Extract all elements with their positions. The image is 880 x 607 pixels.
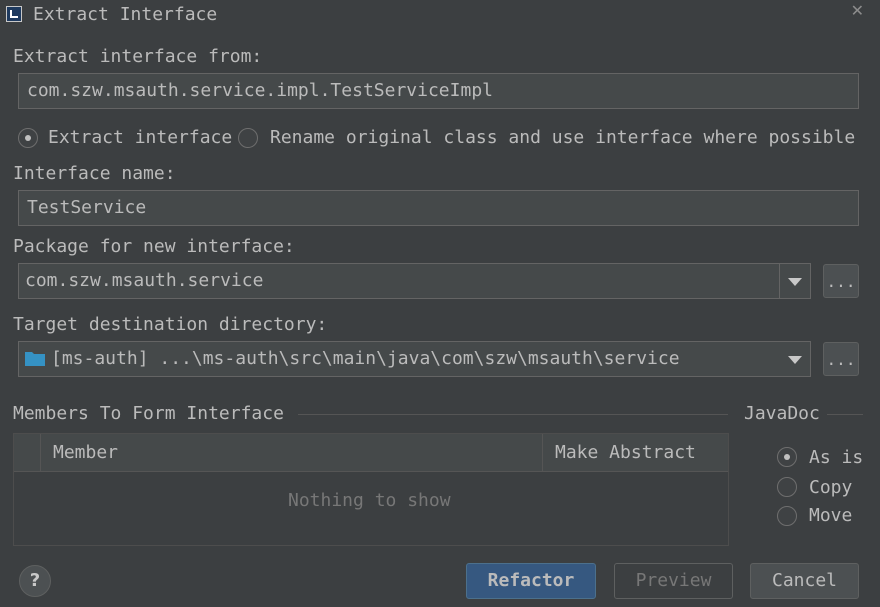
target-dir-label: Target destination directory:: [13, 314, 328, 335]
package-label: Package for new interface:: [13, 236, 295, 257]
javadoc-separator: [827, 414, 863, 415]
javadoc-as-is-radio[interactable]: [777, 447, 797, 467]
column-member[interactable]: Member: [53, 442, 119, 463]
target-dir-value: [ms-auth] ...\ms-auth\src\main\java\com\…: [51, 348, 680, 369]
target-dir-combo[interactable]: [ms-auth] ...\ms-auth\src\main\java\com\…: [18, 341, 811, 377]
preview-button[interactable]: Preview: [614, 563, 733, 599]
combo-divider: [779, 264, 780, 298]
refactor-button[interactable]: Refactor: [466, 563, 596, 599]
rename-original-radio[interactable]: [238, 128, 258, 148]
package-combo[interactable]: com.szw.msauth.service: [18, 263, 811, 299]
window-title: Extract Interface: [33, 4, 218, 25]
target-dir-browse-button[interactable]: ...: [823, 342, 859, 376]
package-value: com.szw.msauth.service: [25, 270, 264, 291]
javadoc-move-label: Move: [809, 505, 853, 526]
extract-from-label: Extract interface from:: [13, 46, 263, 67]
members-table-header: Member Make Abstract: [14, 434, 728, 472]
javadoc-section-title: JavaDoc: [744, 403, 820, 424]
folder-icon: [25, 352, 45, 366]
extract-interface-label: Extract interface: [48, 127, 233, 148]
javadoc-as-is-label: As is: [809, 447, 864, 468]
javadoc-copy-label: Copy: [809, 477, 853, 498]
members-table[interactable]: Member Make Abstract Nothing to show: [13, 433, 729, 546]
members-section-title: Members To Form Interface: [13, 403, 284, 424]
interface-name-label: Interface name:: [13, 163, 176, 184]
close-icon[interactable]: ✕: [850, 1, 864, 20]
app-icon: [6, 6, 22, 22]
members-separator: [298, 414, 728, 415]
cancel-button[interactable]: Cancel: [750, 563, 859, 599]
empty-table-text: Nothing to show: [288, 490, 451, 511]
javadoc-move-radio[interactable]: [777, 506, 797, 526]
extract-from-field[interactable]: com.szw.msauth.service.impl.TestServiceI…: [18, 73, 859, 109]
column-divider: [542, 434, 543, 472]
column-divider: [40, 434, 41, 472]
chevron-down-icon[interactable]: [788, 278, 802, 286]
help-button[interactable]: ?: [19, 565, 51, 597]
interface-name-input[interactable]: TestService: [18, 190, 859, 226]
column-make-abstract[interactable]: Make Abstract: [555, 442, 696, 463]
rename-original-label: Rename original class and use interface …: [270, 127, 856, 148]
extract-interface-radio[interactable]: [18, 128, 38, 148]
package-browse-button[interactable]: ...: [823, 264, 859, 298]
chevron-down-icon[interactable]: [788, 356, 802, 364]
javadoc-copy-radio[interactable]: [777, 477, 797, 497]
